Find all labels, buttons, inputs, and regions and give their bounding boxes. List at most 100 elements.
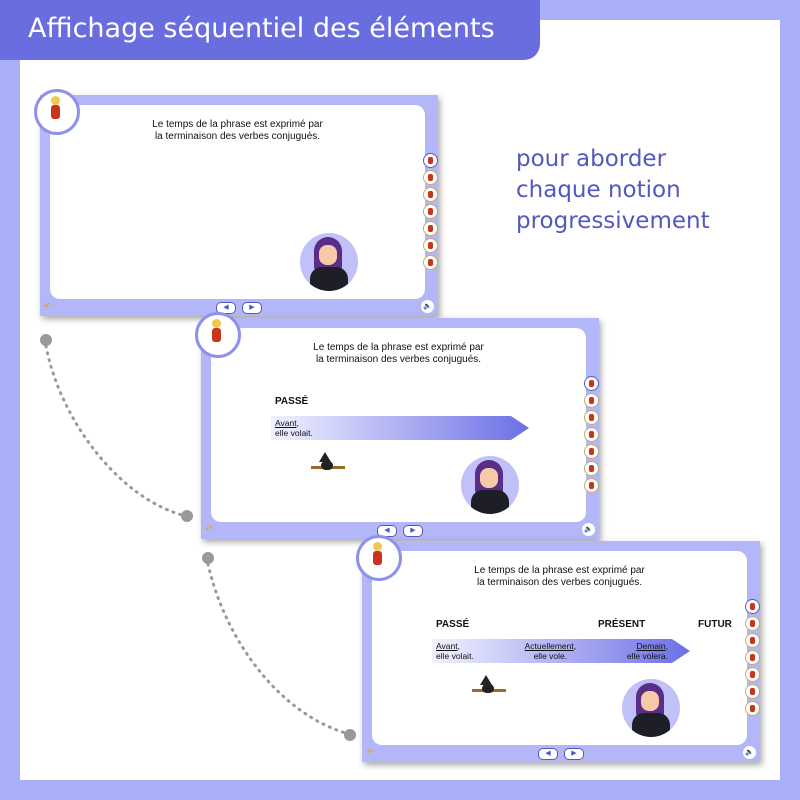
slide-footer: ↶ ◀ ▶ 🔈 xyxy=(40,299,438,316)
character-avatar xyxy=(356,535,402,581)
timeline-sentence: elle volait. xyxy=(436,651,474,661)
title-line: Le temps de la phrase est exprimé par xyxy=(313,342,484,353)
avatar-head xyxy=(373,542,382,551)
step-tab[interactable] xyxy=(745,701,760,716)
back-arrow-icon[interactable]: ↶ xyxy=(44,301,52,311)
timeline-entry: Actuellement,elle vole. xyxy=(525,641,577,661)
witch-cloak xyxy=(321,461,333,470)
connector-dot xyxy=(202,552,214,564)
timeline-arrow: Avant,elle volait. xyxy=(271,416,529,440)
back-arrow-icon[interactable]: ↶ xyxy=(205,524,213,534)
step-tab[interactable] xyxy=(423,221,438,236)
step-tab[interactable] xyxy=(745,650,760,665)
slide-footer: ↶ ◀ ▶ 🔈 xyxy=(362,745,760,762)
avatar-head xyxy=(51,96,60,105)
title-line: Le temps de la phrase est exprimé par xyxy=(474,565,645,576)
slide-footer: ↶ ◀ ▶ 🔈 xyxy=(201,522,599,539)
step-tab[interactable] xyxy=(745,616,760,631)
connector-dot xyxy=(344,729,356,741)
speaker-icon[interactable]: 🔈 xyxy=(421,300,434,313)
step-tabs xyxy=(742,597,760,717)
character-avatar xyxy=(195,312,241,358)
page-title: Affichage séquentiel des éléments xyxy=(0,0,540,60)
step-tab[interactable] xyxy=(584,478,599,493)
step-tab[interactable] xyxy=(584,393,599,408)
timeline-sentence: elle volera. xyxy=(626,651,668,661)
back-arrow-icon[interactable]: ↶ xyxy=(366,747,374,757)
step-tabs xyxy=(581,374,599,494)
connector-path xyxy=(206,562,351,736)
chevron-left-icon: ◀ xyxy=(223,304,229,311)
connector-dot xyxy=(40,334,52,346)
step-tab[interactable] xyxy=(423,255,438,270)
speaker-icon[interactable]: 🔈 xyxy=(743,746,756,759)
step-tab[interactable] xyxy=(584,444,599,459)
step-tab[interactable] xyxy=(584,427,599,442)
title-line: Le temps de la phrase est exprimé par xyxy=(152,119,323,130)
next-button[interactable]: ▶ xyxy=(564,748,584,760)
timeline-sentence: elle vole. xyxy=(533,651,568,661)
timeline-line: Actuellement, xyxy=(524,641,577,651)
timeline-arrow: Avant,elle volait.Actuellement,elle vole… xyxy=(432,639,690,663)
step-tab[interactable] xyxy=(584,410,599,425)
next-button[interactable]: ▶ xyxy=(242,302,262,314)
teacher-face xyxy=(480,468,498,488)
step-tab[interactable] xyxy=(423,238,438,253)
tense-label: FUTUR xyxy=(698,619,732,630)
tagline-line: progressivement xyxy=(516,208,710,234)
tense-label: PASSÉ xyxy=(275,396,309,407)
witch-hat xyxy=(480,675,492,685)
step-tab[interactable] xyxy=(423,187,438,202)
timeline-adverb: Avant xyxy=(275,418,297,428)
witch-cloak xyxy=(482,684,494,693)
chevron-left-icon: ◀ xyxy=(384,527,390,534)
prev-button[interactable]: ◀ xyxy=(538,748,558,760)
timeline-entry: Avant,elle volait. xyxy=(436,641,474,661)
tagline-line: chaque notion xyxy=(516,177,681,203)
chevron-right-icon: ▶ xyxy=(410,527,416,534)
step-tab[interactable] xyxy=(423,170,438,185)
tense-label: PASSÉ xyxy=(436,619,470,630)
timeline-adverb: Avant xyxy=(436,641,458,651)
connector-dot xyxy=(181,510,193,522)
title-line: la terminaison des verbes conjugués. xyxy=(476,577,643,588)
teacher-body xyxy=(310,267,348,291)
chevron-right-icon: ▶ xyxy=(249,304,255,311)
step-tab[interactable] xyxy=(745,667,760,682)
step-tab[interactable] xyxy=(745,633,760,648)
timeline-entry: Avant,elle volait. xyxy=(275,418,313,438)
step-tab[interactable] xyxy=(745,599,760,614)
avatar-head xyxy=(212,319,221,328)
teacher-illustration xyxy=(622,679,680,737)
tagline: pour aborder chaque notion progressiveme… xyxy=(516,144,710,237)
flying-witch-image xyxy=(472,675,506,697)
timeline-line: Avant, xyxy=(275,418,299,428)
avatar-body xyxy=(212,328,221,342)
next-button[interactable]: ▶ xyxy=(403,525,423,537)
step-tabs xyxy=(420,151,438,271)
timeline-adverb: Actuellement xyxy=(524,641,574,651)
step-tab[interactable] xyxy=(584,461,599,476)
avatar-body xyxy=(51,105,60,119)
character-avatar xyxy=(34,89,80,135)
step-tab[interactable] xyxy=(584,376,599,391)
teacher-illustration xyxy=(300,233,358,291)
step-tab[interactable] xyxy=(745,684,760,699)
step-tab[interactable] xyxy=(423,153,438,168)
witch-hat xyxy=(319,452,331,462)
chevron-left-icon: ◀ xyxy=(545,750,551,757)
speaker-icon[interactable]: 🔈 xyxy=(582,523,595,536)
timeline-line: Avant, xyxy=(436,641,460,651)
step-tab[interactable] xyxy=(423,204,438,219)
teacher-body xyxy=(471,490,509,514)
